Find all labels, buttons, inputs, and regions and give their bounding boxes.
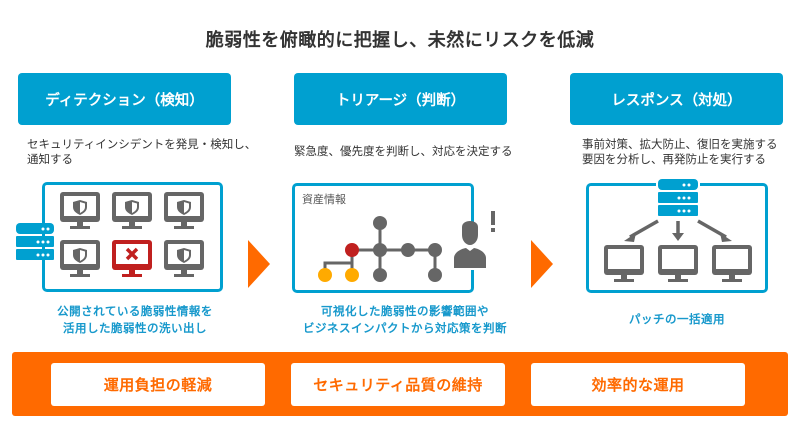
description-line: 要因を分析し、再発防止を実行する (582, 152, 766, 166)
stage-header-response: レスポンス（対処） (570, 73, 783, 125)
stage-header-triage: トリアージ（判断） (294, 73, 507, 125)
asset-node (373, 268, 387, 282)
stage-description-response: 事前対策、拡大防止、復旧を実施する 要因を分析し、再発防止を実行する (582, 137, 778, 167)
caption-detection: 公開されている脆弱性情報を 活用した脆弱性の洗い出し (20, 303, 250, 337)
benefit-efficient-operation: 効率的な運用 (531, 363, 745, 406)
caption-line: 活用した脆弱性の洗い出し (63, 321, 207, 335)
monitor-icon (164, 192, 204, 229)
description-line: 事前対策、拡大防止、復旧を実施する (582, 137, 778, 151)
benefit-reduce-workload: 運用負担の軽減 (51, 363, 265, 406)
asset-node (373, 216, 387, 230)
caption-line: 可視化した脆弱性の影響範囲や (321, 304, 489, 318)
asset-info-label: 資産情報 (302, 193, 346, 206)
benefit-security-quality: セキュリティ品質の維持 (291, 363, 505, 406)
compromised-monitor-icon (112, 240, 152, 277)
asset-node (428, 268, 442, 282)
response-illustration (604, 175, 752, 282)
monitor-icon (60, 240, 100, 277)
flow-arrow-icon (531, 240, 553, 288)
caption-triage: 可視化した脆弱性の影響範囲や ビジネスインパクトから対応策を判断 (285, 303, 525, 337)
caption-line: 公開されている脆弱性情報を (57, 304, 213, 318)
stage-header-detection: ディテクション（検知） (18, 73, 231, 125)
server-icon (16, 223, 54, 260)
caption-line: パッチの一括適用 (629, 312, 725, 326)
stage-description-triage: 緊急度、優先度を判断し、対応を決定する (294, 144, 513, 159)
monitor-icon (164, 240, 204, 277)
monitor-icon (60, 192, 100, 229)
description-line: 通知する (27, 152, 73, 166)
monitor-icon (658, 245, 698, 282)
person-alert-icon (450, 211, 495, 270)
stage-description-detection: セキュリティインシデントを発見・検知し、 通知する (27, 137, 256, 167)
monitor-icon (604, 245, 644, 282)
description-line: 緊急度、優先度を判断し、対応を決定する (294, 144, 513, 158)
affected-node (345, 268, 359, 282)
page-title: 脆弱性を俯瞰的に把握し、未然にリスクを低減 (205, 30, 595, 51)
affected-node (318, 268, 332, 282)
caption-response: パッチの一括適用 (586, 311, 768, 328)
description-line: セキュリティインシデントを発見・検知し、 (27, 137, 257, 151)
vulnerable-node (345, 243, 359, 257)
asset-node (373, 243, 387, 257)
asset-node (401, 243, 415, 257)
detection-illustration (16, 192, 204, 277)
asset-graph (318, 211, 495, 282)
asset-node (428, 243, 442, 257)
server-icon (658, 179, 698, 216)
monitor-icon (112, 192, 152, 229)
flow-arrow-icon (248, 240, 270, 288)
caption-line: ビジネスインパクトから対応策を判断 (303, 321, 507, 335)
monitor-icon (712, 245, 752, 282)
